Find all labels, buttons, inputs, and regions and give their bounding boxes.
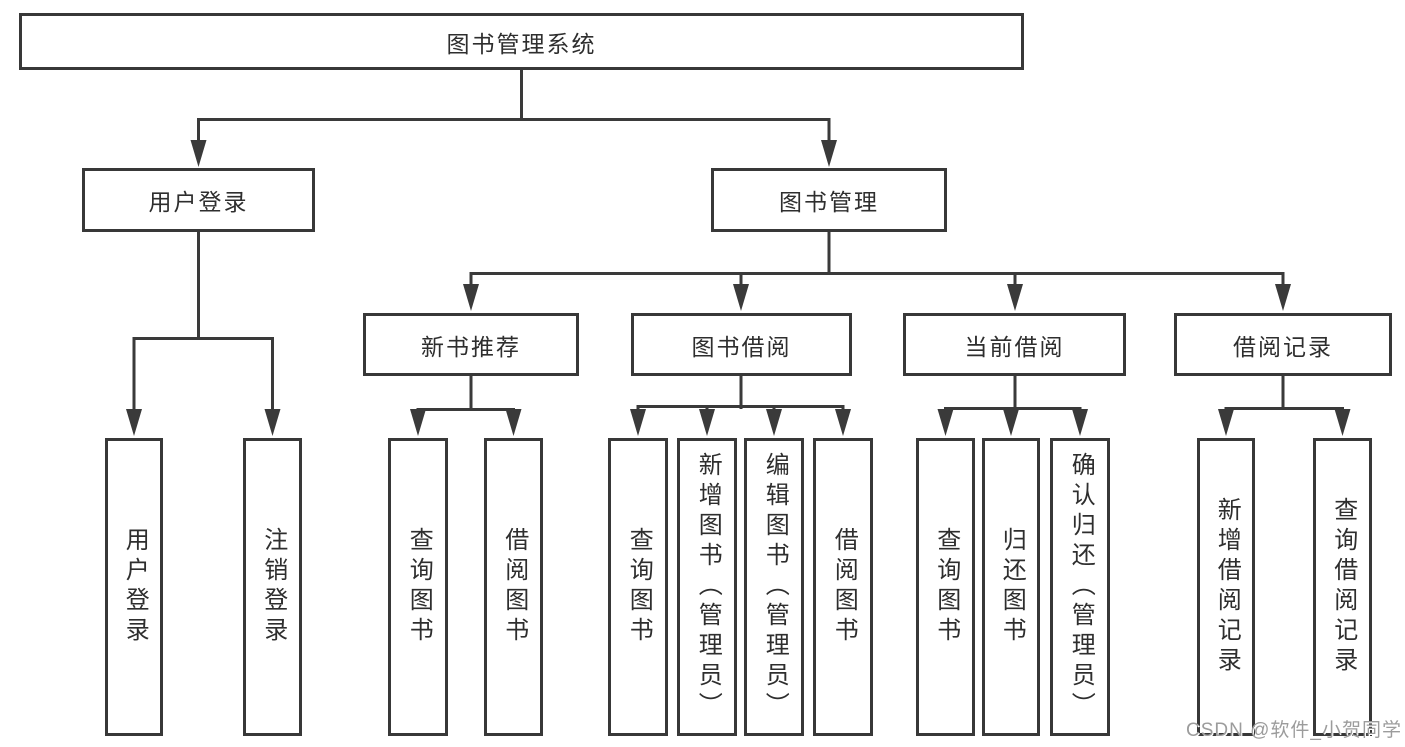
connector-borrow-bracket [636,405,845,413]
node-new-book-recommend: 新书推荐 [363,313,579,376]
arrowhead [126,409,142,436]
arrowhead [1275,284,1291,311]
leaf-add-borrow-record: 新增借阅记录 [1197,438,1255,736]
node-label: 归还图书 [998,527,1026,647]
arrowhead [190,140,207,167]
connector-login-bracket [132,337,274,414]
arrowhead [766,409,782,436]
node-label: 借阅图书 [830,527,858,647]
node-label: 新增借阅记录 [1213,497,1241,677]
node-label: 注销登录 [259,527,287,647]
node-borrow-record: 借阅记录 [1174,313,1392,376]
connector-recommend-bracket [416,408,515,413]
node-label: 查询图书 [625,527,653,647]
leaf-query-book-current: 查询图书 [916,438,975,736]
node-label: 用户登录 [148,189,249,215]
arrowhead [1218,409,1234,436]
node-label: 图书管理 [779,189,879,215]
arrowhead [1334,409,1351,436]
arrowhead [937,409,954,436]
node-user-login: 用户登录 [82,168,315,232]
node-book-borrow: 图书借阅 [631,313,852,376]
node-label: 查询借阅记录 [1329,497,1357,677]
node-label: 新增图书（管理员） [694,452,722,722]
leaf-query-book-recommend: 查询图书 [388,438,448,736]
csdn-watermark: CSDN @软件_小贺同学 [1186,720,1402,741]
node-label: 用户登录 [121,527,149,647]
arrowhead [835,409,851,436]
node-book-management: 图书管理 [711,168,947,232]
node-label: 图书管理系统 [446,30,597,57]
leaf-edit-book-admin: 编辑图书（管理员） [744,438,804,736]
connector-level2-bracket [197,118,831,148]
node-label: 当前借阅 [964,333,1065,360]
leaf-query-book-borrow: 查询图书 [608,438,668,736]
arrowhead [463,284,479,311]
arrowhead [410,409,426,436]
node-label: 查询图书 [405,527,433,647]
arrowhead [1007,284,1023,311]
leaf-query-borrow-record: 查询借阅记录 [1313,438,1372,736]
arrowhead [1072,409,1088,436]
arrowhead [630,409,646,436]
arrowhead [699,409,715,436]
leaf-user-login: 用户登录 [105,438,163,736]
node-label: 借阅记录 [1233,333,1333,360]
node-label: 新书推荐 [421,333,521,360]
node-current-borrow: 当前借阅 [903,313,1126,376]
node-label: 图书借阅 [691,333,792,360]
leaf-add-book-admin: 新增图书（管理员） [677,438,737,736]
arrowhead [733,284,749,311]
node-label: 借阅图书 [500,527,528,647]
arrowhead [264,409,281,436]
node-label: 确认归还（管理员） [1067,452,1095,722]
leaf-borrow-book-recommend: 借阅图书 [484,438,543,736]
node-label: 查询图书 [932,527,960,647]
node-label: 编辑图书（管理员） [761,452,789,722]
connector-modules-bracket [469,272,1285,292]
node-root-system: 图书管理系统 [19,13,1024,70]
leaf-confirm-return-admin: 确认归还（管理员） [1050,438,1110,736]
connector-record-bracket [1224,407,1344,413]
arrowhead [821,140,837,167]
arrowhead [1003,409,1019,436]
arrowhead [505,409,522,436]
leaf-return-book: 归还图书 [982,438,1040,736]
leaf-logout: 注销登录 [243,438,302,736]
leaf-borrow-book: 借阅图书 [813,438,873,736]
